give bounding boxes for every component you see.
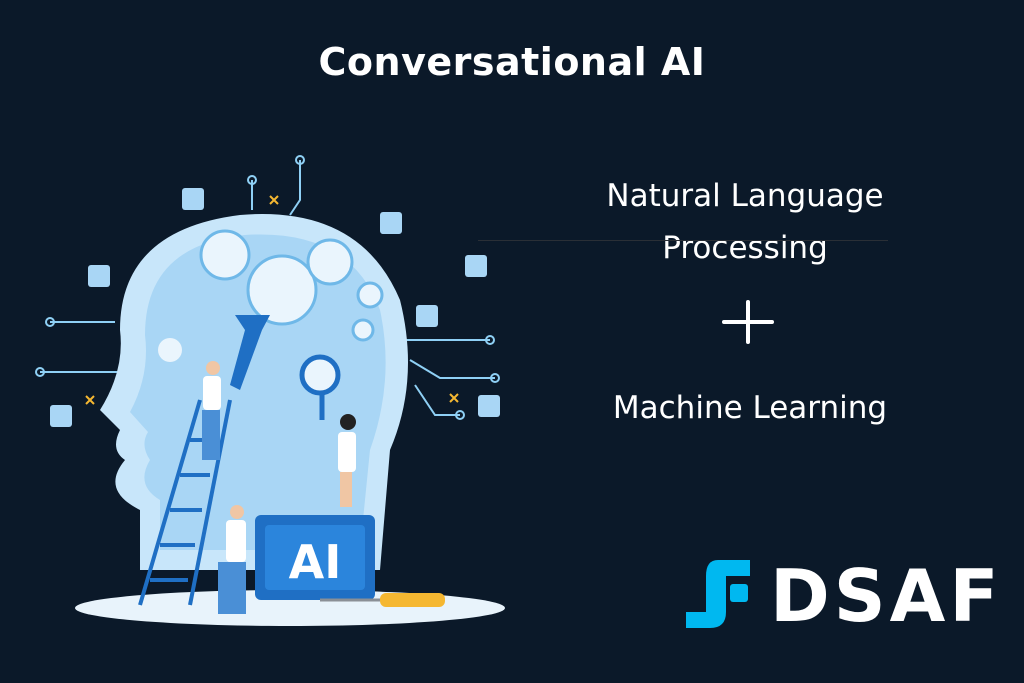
ml-heading: Machine Learning [612, 390, 888, 426]
page-title: Conversational AI [318, 40, 706, 84]
screwdriver-icon [320, 593, 445, 607]
ai-chip-label: AI [289, 535, 342, 589]
wrench-icon [230, 315, 270, 390]
dsaf-logo-mark [686, 560, 750, 628]
dsaf-logo: DSAF [680, 556, 999, 636]
nlp-heading: Natural Language Processing [560, 170, 930, 274]
ai-head-illustration: AI [35, 155, 505, 626]
dsaf-logo-text: DSAF [770, 554, 1003, 638]
code-badges [50, 188, 500, 427]
divider [478, 240, 888, 241]
nlp-line-1: Natural Language [606, 178, 884, 214]
plus-icon [722, 300, 774, 344]
sparkle-icons [85, 195, 459, 405]
magnifier-icon [299, 354, 341, 420]
ladder [138, 399, 232, 606]
nlp-line-2: Processing [662, 230, 828, 266]
gear-icons [199, 229, 384, 342]
people [202, 361, 356, 614]
eye [158, 338, 182, 362]
